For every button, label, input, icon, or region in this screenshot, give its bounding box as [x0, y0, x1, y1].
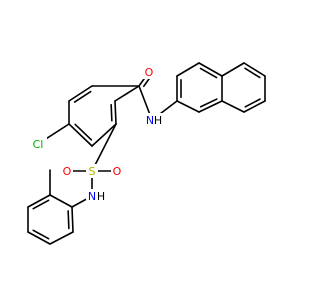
bond-n10-n1: [176, 100, 200, 113]
amide-hydrogen-label: H: [154, 114, 162, 127]
amide-oxygen-label: O: [145, 66, 154, 79]
sulfonamide-nitrogen-atom: N H: [86, 189, 108, 203]
bond-n9-n10: [198, 100, 223, 113]
bond-r1f-r1g: [68, 85, 93, 102]
sulfonyl-oxygen-right-label: O: [113, 165, 122, 178]
sulfonyl-oxygen-left-atom: O: [61, 164, 73, 178]
bond-r1b-r1c-second: [110, 103, 113, 122]
bond-t5-t6-second: [32, 199, 50, 210]
bond-n5-n6: [243, 62, 266, 77]
bond-t1-t2-second: [67, 210, 70, 230]
sulfur-label: S: [89, 165, 96, 178]
bond-t3-t4-second: [32, 229, 50, 240]
bond-t2-t3: [49, 231, 74, 245]
sulfonamide-hydrogen-label: H: [97, 190, 105, 203]
bond-n9-n10-second: [199, 98, 218, 108]
bond-n8-n9: [221, 100, 245, 113]
bond-r1c-s: [91, 123, 117, 172]
bond-t3-t4: [27, 231, 51, 245]
bond-layer: [27, 62, 266, 245]
bond-t6-t1: [49, 194, 73, 208]
chlorine-atom: Cl: [29, 137, 47, 151]
bond-t5-t6: [27, 194, 51, 208]
chlorine-label: Cl: [33, 138, 44, 151]
sulfonamide-nitrogen-label: N: [88, 190, 96, 203]
sulfonyl-oxygen-right-atom: O: [111, 164, 123, 178]
amide-nitrogen-atom: N H: [144, 113, 164, 127]
sulfonyl-oxygen-left-label: O: [63, 165, 72, 178]
bond-r1b-r1c: [114, 100, 117, 125]
chemical-structure: O N H Cl S O O N H: [27, 62, 266, 245]
bond-t1-t2: [71, 206, 74, 233]
atom-label-layer: O N H Cl S O O N H: [29, 65, 164, 203]
bond-r1c-r1d: [91, 123, 117, 147]
bond-n4-n5: [221, 62, 245, 77]
bond-n5-n6-second: [244, 67, 261, 79]
amide-oxygen-atom: O: [143, 65, 155, 79]
bond-n7-n8-second: [244, 98, 261, 108]
sulfur-atom: S: [86, 164, 98, 178]
bond-r1d-r1e: [68, 123, 93, 147]
bond-n3-n4-second: [199, 67, 218, 79]
bond-n3-n4: [198, 62, 223, 77]
bond-r1d-r1e-second: [74, 123, 93, 141]
bond-r1a-r1b: [114, 85, 140, 102]
bond-n7-n8: [243, 100, 266, 113]
bond-r1f-r1g-second: [73, 90, 92, 103]
bond-n2-n3: [176, 62, 200, 77]
amide-nitrogen-label: N: [146, 114, 154, 127]
